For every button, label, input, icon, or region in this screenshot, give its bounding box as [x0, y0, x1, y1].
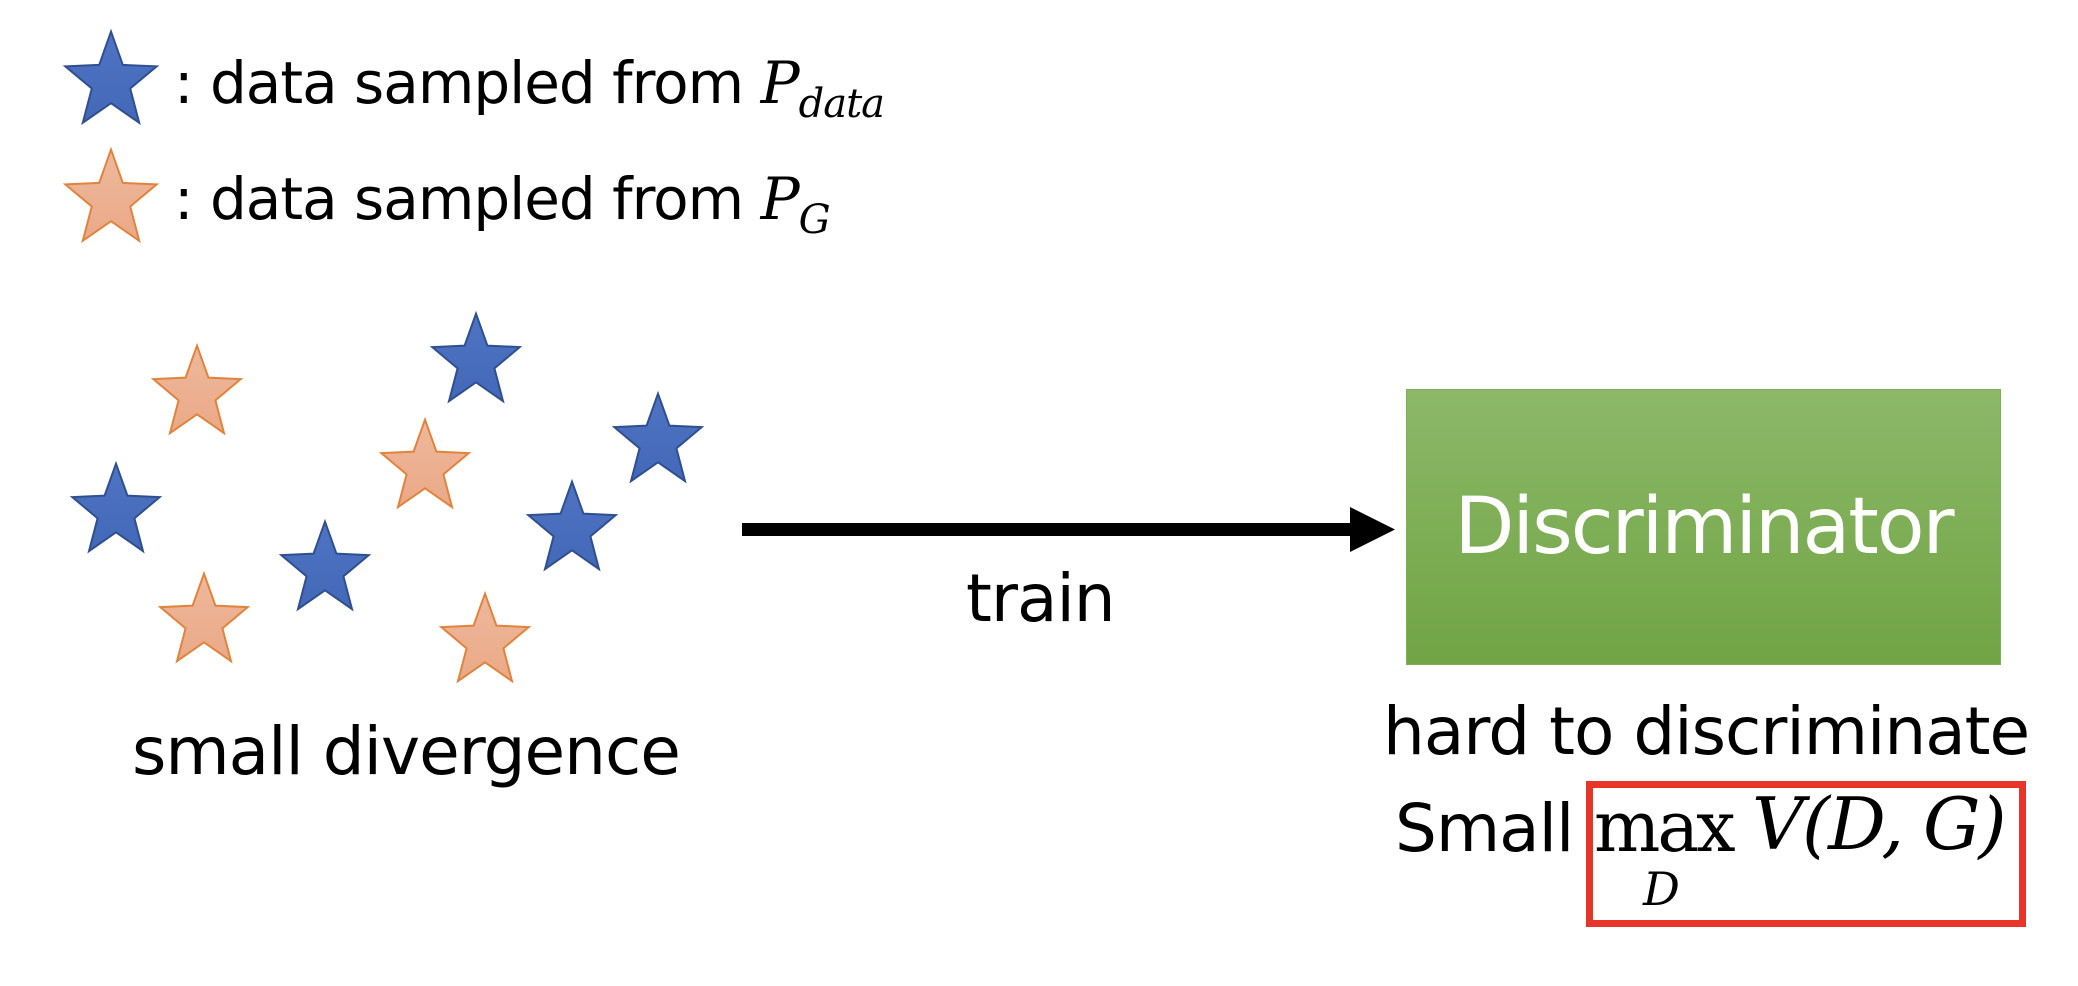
- real-data-star: [278, 518, 372, 612]
- train-arrow: [742, 507, 1395, 552]
- arrow-head: [1350, 507, 1395, 552]
- blue-star-icon: [62, 28, 160, 126]
- caption-prefix: Small: [1395, 790, 1574, 867]
- generated-data-star: [150, 342, 244, 436]
- real-data-star: [429, 310, 523, 404]
- generated-data-star: [157, 570, 251, 664]
- discriminator-label: Discriminator: [1454, 482, 1954, 572]
- real-data-star: [525, 478, 619, 572]
- arrow-label: train: [966, 560, 1116, 637]
- discriminator-box: Discriminator: [1406, 389, 2001, 665]
- legend-item-real: : data sampled from Pdata: [174, 54, 885, 124]
- real-data-star: [611, 390, 705, 484]
- legend-symbol: P: [760, 165, 800, 233]
- scatter-label: small divergence: [132, 713, 681, 790]
- legend-item-generated: : data sampled from PG: [174, 170, 831, 240]
- formula-op: max: [1594, 786, 1736, 868]
- formula-body: V(D, G): [1752, 782, 2007, 866]
- caption-line2: Small: [1395, 790, 1574, 867]
- orange-star-icon: [62, 146, 160, 244]
- formula-op-subscript: D: [1643, 862, 1680, 916]
- caption-line1: hard to discriminate: [1383, 693, 2030, 770]
- generated-data-star: [438, 590, 532, 684]
- legend-symbol: P: [760, 49, 800, 117]
- generated-data-star: [378, 416, 472, 510]
- formula-highlight-box: [1586, 781, 2026, 927]
- real-data-star: [69, 460, 163, 554]
- legend-subscript: data: [798, 81, 885, 127]
- arrow-shaft: [742, 523, 1358, 536]
- legend-subscript: G: [798, 197, 831, 243]
- legend-text: : data sampled from: [174, 165, 761, 233]
- legend-text: : data sampled from: [174, 49, 761, 117]
